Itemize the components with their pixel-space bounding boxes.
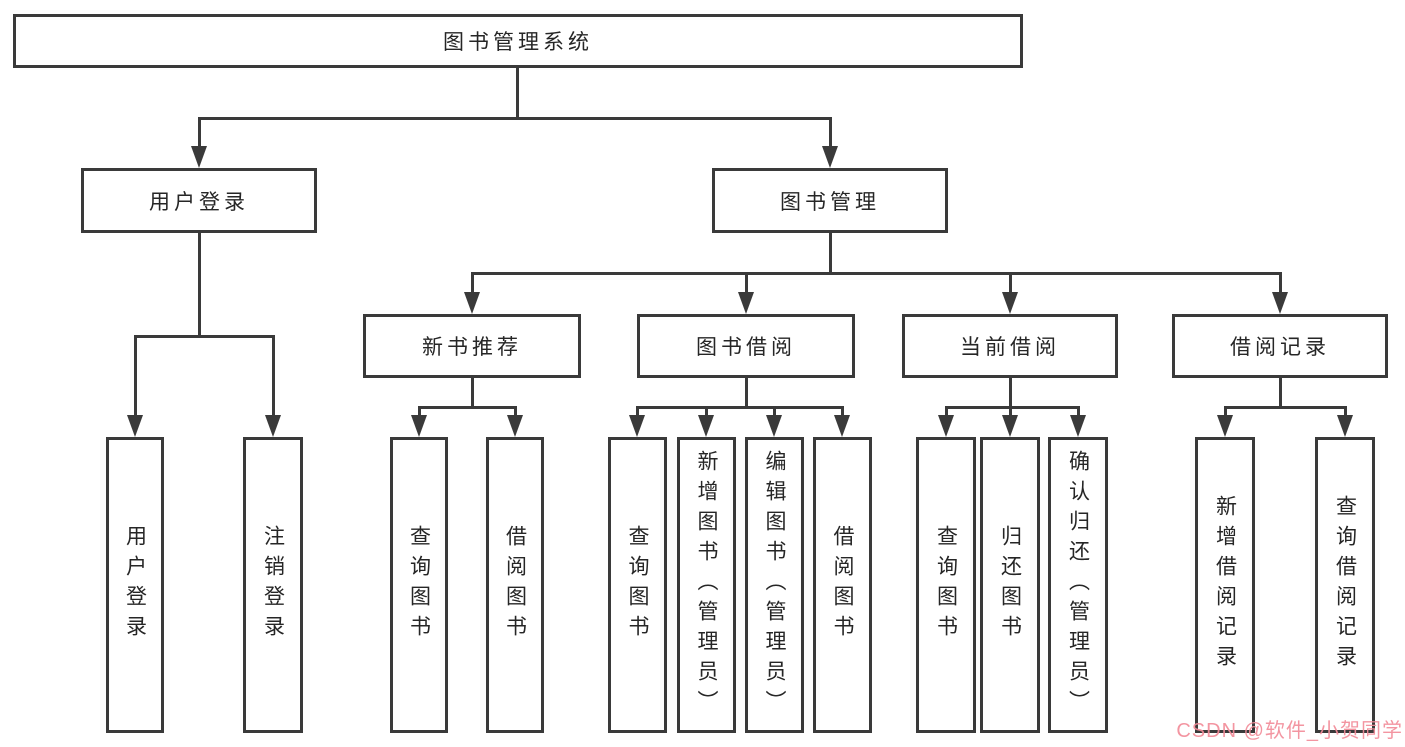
connector-stem: [1009, 378, 1012, 408]
root-node: 图书管理系统: [13, 14, 1023, 68]
connector-drop: [198, 117, 201, 150]
connector-drop: [945, 406, 948, 419]
arrow-down: [698, 415, 714, 437]
connector-drop: [841, 406, 844, 419]
arrow-down: [265, 415, 281, 437]
connector-drop: [829, 117, 832, 150]
connector-stem: [745, 378, 748, 408]
connector-root-branch: [198, 117, 832, 120]
connector-drop: [705, 406, 708, 419]
connector-drop: [1077, 406, 1080, 419]
connector-stem: [1279, 378, 1282, 408]
connector-drop: [471, 272, 474, 296]
connector-drop: [1344, 406, 1347, 419]
arrow-down: [1002, 415, 1018, 437]
connector-branch: [636, 406, 844, 409]
node-book-borrow: 图书借阅: [637, 314, 855, 378]
node-book-management: 图书管理: [712, 168, 948, 233]
connector-drop: [1009, 406, 1012, 419]
connector-drop: [773, 406, 776, 419]
leaf-label: 注销登录: [261, 525, 285, 645]
leaf-label: 借阅图书: [831, 525, 854, 645]
arrow-down: [938, 415, 954, 437]
connector-drop: [636, 406, 639, 419]
leaf-query-books-current: 查询图书: [916, 437, 976, 733]
node-user-login: 用户登录: [81, 168, 317, 233]
arrow-down: [1337, 415, 1353, 437]
leaf-label: 新增图书（管理员）: [695, 450, 718, 720]
connector-drop: [1279, 272, 1282, 296]
arrow-down: [738, 292, 754, 314]
arrow-down: [834, 415, 850, 437]
arrow-down: [629, 415, 645, 437]
connector-branch: [418, 406, 517, 409]
leaf-return-books: 归还图书: [980, 437, 1040, 733]
arrow-down: [822, 146, 838, 168]
connector-book-mgmt-branch: [471, 272, 1281, 275]
leaf-user-login: 用户登录: [106, 437, 164, 733]
connector-drop: [418, 406, 421, 419]
leaf-query-borrow-record: 查询借阅记录: [1315, 437, 1375, 733]
leaf-label: 确认归还（管理员）: [1066, 450, 1090, 720]
leaf-label: 编辑图书（管理员）: [763, 450, 786, 720]
connector-branch: [945, 406, 1080, 409]
csdn-watermark: CSDN @软件_小贺同学: [1176, 720, 1403, 742]
connector-root-stem: [516, 68, 519, 117]
arrow-down: [464, 292, 480, 314]
connector-user-login-branch: [134, 335, 275, 338]
leaf-label: 借阅图书: [503, 525, 527, 645]
connector-drop: [1009, 272, 1012, 296]
arrow-down: [766, 415, 782, 437]
leaf-query-books-borrow: 查询图书: [608, 437, 667, 733]
node-current-borrow: 当前借阅: [902, 314, 1118, 378]
leaf-query-books-recommend: 查询图书: [390, 437, 448, 733]
connector-drop: [134, 335, 137, 419]
leaf-label: 查询图书: [407, 525, 431, 645]
arrow-down: [507, 415, 523, 437]
arrow-down: [1272, 292, 1288, 314]
leaf-label: 归还图书: [998, 525, 1022, 645]
leaf-borrow-books-recommend: 借阅图书: [486, 437, 544, 733]
leaf-confirm-return-admin: 确认归还（管理员）: [1048, 437, 1108, 733]
leaf-label: 查询图书: [626, 525, 649, 645]
node-new-book-recommend: 新书推荐: [363, 314, 581, 378]
connector-drop: [272, 335, 275, 419]
connector-drop: [1224, 406, 1227, 419]
arrow-down: [1217, 415, 1233, 437]
arrow-down: [411, 415, 427, 437]
connector-user-login-stem: [198, 233, 201, 336]
leaf-logout: 注销登录: [243, 437, 303, 733]
arrow-down: [1002, 292, 1018, 314]
connector-branch: [1224, 406, 1347, 409]
leaf-label: 新增借阅记录: [1213, 495, 1237, 675]
arrow-down: [1070, 415, 1086, 437]
leaf-edit-books-admin: 编辑图书（管理员）: [745, 437, 804, 733]
leaf-borrow-books: 借阅图书: [813, 437, 872, 733]
leaf-label: 查询图书: [934, 525, 958, 645]
arrow-down: [191, 146, 207, 168]
leaf-label: 查询借阅记录: [1333, 495, 1357, 675]
node-borrow-records: 借阅记录: [1172, 314, 1388, 378]
connector-book-mgmt-stem: [829, 233, 832, 274]
leaf-add-books-admin: 新增图书（管理员）: [677, 437, 736, 733]
arrow-down: [127, 415, 143, 437]
connector-drop: [514, 406, 517, 419]
leaf-label: 用户登录: [123, 525, 147, 645]
connector-stem: [471, 378, 474, 408]
leaf-add-borrow-record: 新增借阅记录: [1195, 437, 1255, 733]
connector-drop: [745, 272, 748, 296]
